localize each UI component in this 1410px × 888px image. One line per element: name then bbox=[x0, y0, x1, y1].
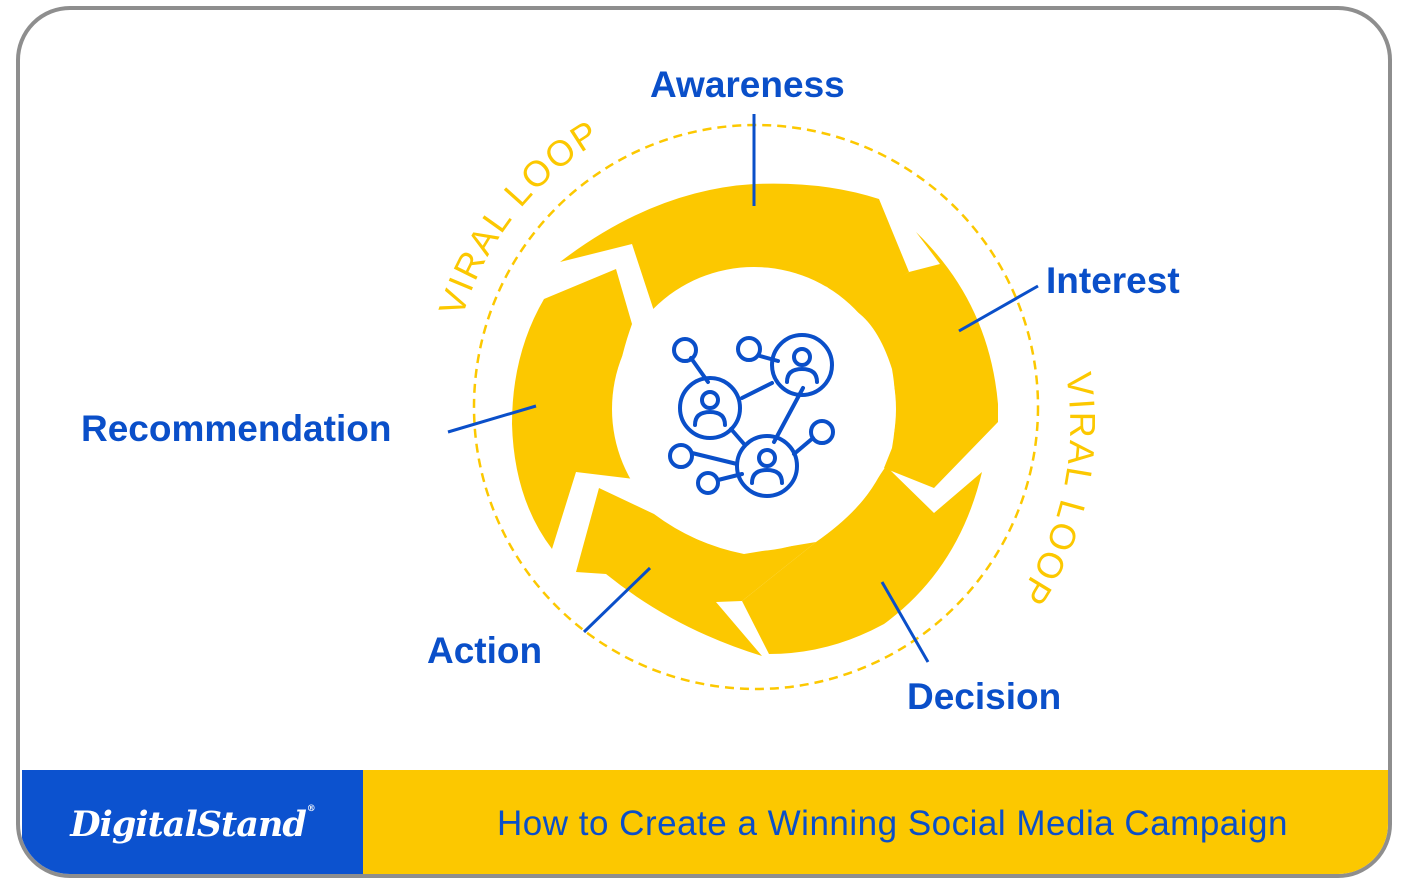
digitalstand-logo: DigitalStand® bbox=[70, 803, 316, 845]
title-panel: How to Create a Winning Social Media Cam… bbox=[363, 770, 1388, 874]
decision-connector bbox=[880, 581, 930, 663]
action-arrow-segment bbox=[576, 488, 816, 656]
viral-loop-dashed-circle bbox=[472, 123, 1040, 691]
stage-label-recommendation: Recommendation bbox=[81, 408, 392, 449]
recommendation-connector bbox=[447, 404, 537, 434]
recommendation-arrow-segment bbox=[512, 269, 634, 549]
viral-loop-label-right: VIRAL LOOP bbox=[1012, 370, 1104, 614]
article-title: How to Create a Winning Social Media Cam… bbox=[497, 804, 1288, 843]
stage-label-awareness: Awareness bbox=[650, 64, 845, 105]
brand-panel: DigitalStand® bbox=[22, 770, 363, 874]
interest-connector bbox=[958, 284, 1039, 333]
decision-arrow-segment bbox=[742, 466, 982, 654]
infographic-card: VIRAL LOOP VIRAL LOOP bbox=[16, 6, 1392, 878]
awareness-arrow-segment bbox=[560, 183, 909, 311]
stage-label-decision: Decision bbox=[907, 676, 1062, 717]
social-network-icon bbox=[668, 333, 835, 498]
interest-arrow-segment bbox=[851, 232, 998, 488]
stage-label-interest: Interest bbox=[1046, 260, 1180, 301]
action-connector bbox=[582, 566, 652, 634]
viral-loop-diagram: VIRAL LOOP VIRAL LOOP bbox=[431, 111, 1104, 691]
stage-label-action: Action bbox=[427, 630, 543, 671]
